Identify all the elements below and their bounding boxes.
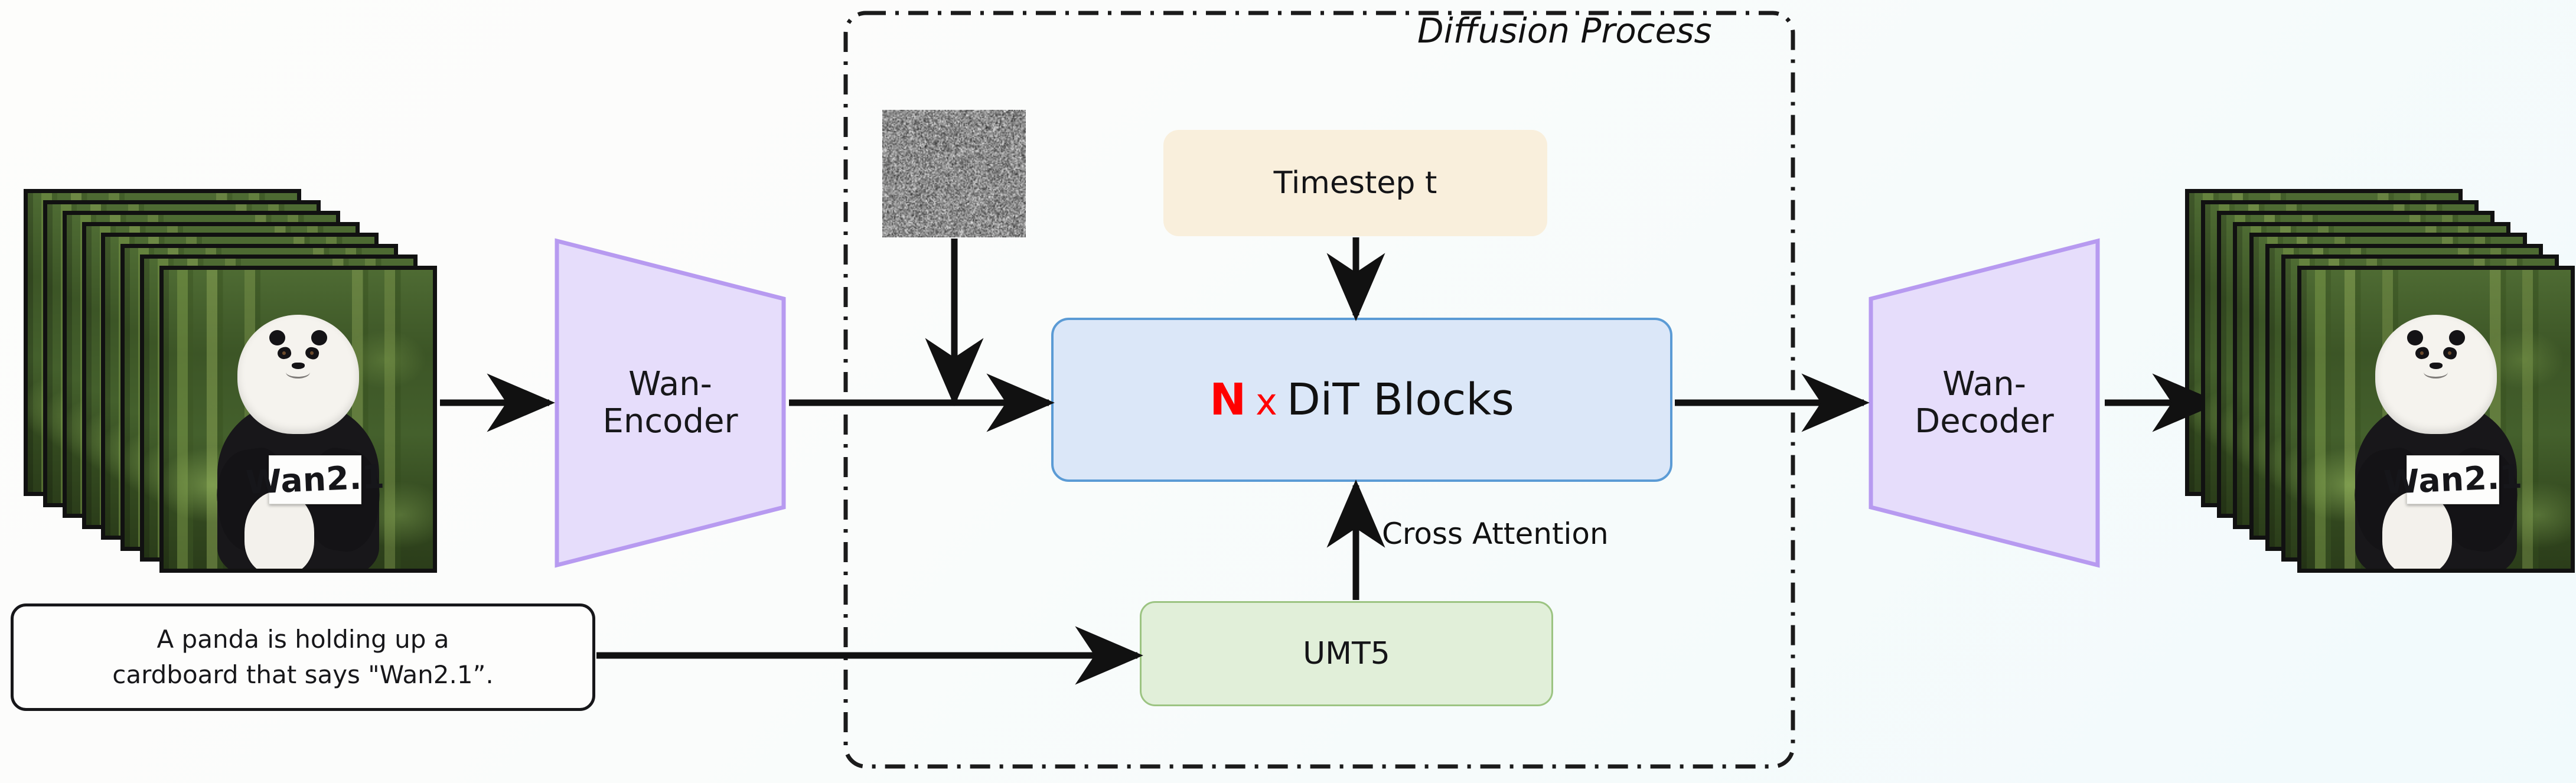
dit-blocks-block[interactable]: N x DiT Blocks bbox=[1051, 318, 1672, 482]
panda-ear-right bbox=[2449, 330, 2466, 345]
prompt-line-2: cardboard that says "Wan2.1”. bbox=[112, 657, 493, 693]
panda-pupil-right bbox=[2448, 351, 2452, 355]
panda-ear-left bbox=[2407, 330, 2424, 345]
umt5-label: UMT5 bbox=[1303, 636, 1390, 671]
input-video-frame-stack: Wan2.1Wan2.1Wan2.1Wan2.1Wan2.1Wan2.1Wan2… bbox=[24, 189, 437, 573]
panda-frame-image: Wan2.1 bbox=[164, 270, 433, 569]
timestep-label: Timestep t bbox=[1274, 165, 1437, 201]
panda-eye-right bbox=[304, 345, 320, 360]
panda-eye-left bbox=[276, 345, 292, 360]
dit-blocks-inline: N x DiT Blocks bbox=[1209, 374, 1514, 425]
panda-nose bbox=[292, 363, 305, 369]
panda-pupil-left bbox=[282, 351, 286, 355]
panda-pupil-left bbox=[2420, 351, 2424, 355]
panda-eye-left bbox=[2414, 345, 2430, 360]
panda-nose bbox=[2430, 363, 2443, 369]
dit-blocks-label: DiT Blocks bbox=[1287, 374, 1514, 425]
wan-encoder-block[interactable]: Wan- Encoder bbox=[552, 236, 788, 570]
video-frame-front: Wan2.1 bbox=[159, 266, 437, 573]
umt5-text-encoder-block[interactable]: UMT5 bbox=[1140, 601, 1553, 706]
prompt-text-box[interactable]: A panda is holding up a cardboard that s… bbox=[11, 603, 595, 711]
panda-ear-left bbox=[269, 330, 286, 345]
panda-frame-image: Wan2.1 bbox=[2301, 270, 2571, 569]
cross-attention-label: Cross Attention bbox=[1382, 517, 1609, 551]
prompt-line-1: A panda is holding up a bbox=[156, 622, 449, 657]
panda-eye-right bbox=[2442, 345, 2458, 360]
panda-head bbox=[237, 315, 358, 434]
panda-pupil-right bbox=[310, 351, 314, 355]
encoder-label: Wan- Encoder bbox=[603, 366, 738, 440]
video-frame-front: Wan2.1 bbox=[2297, 266, 2575, 573]
noise-texture bbox=[882, 110, 1026, 237]
decoder-label: Wan- Decoder bbox=[1915, 366, 2054, 440]
panda-sign: Wan2.1 bbox=[269, 455, 361, 504]
panda-sign-text: Wan2.1 bbox=[2382, 458, 2523, 501]
gaussian-noise-latent bbox=[882, 110, 1026, 237]
panda-sign: Wan2.1 bbox=[2407, 455, 2499, 504]
dit-multiply-symbol: x bbox=[1256, 380, 1277, 423]
wan-decoder-block[interactable]: Wan- Decoder bbox=[1866, 236, 2102, 570]
panda-head bbox=[2375, 315, 2496, 434]
output-video-frame-stack: Wan2.1Wan2.1Wan2.1Wan2.1Wan2.1Wan2.1Wan2… bbox=[2185, 189, 2575, 573]
panda-ear-right bbox=[311, 330, 328, 345]
timestep-block[interactable]: Timestep t bbox=[1163, 130, 1547, 236]
panda-sign-text: Wan2.1 bbox=[244, 458, 385, 501]
dit-repeat-count: N bbox=[1209, 374, 1246, 425]
diffusion-process-label: Diffusion Process bbox=[1417, 11, 1712, 51]
